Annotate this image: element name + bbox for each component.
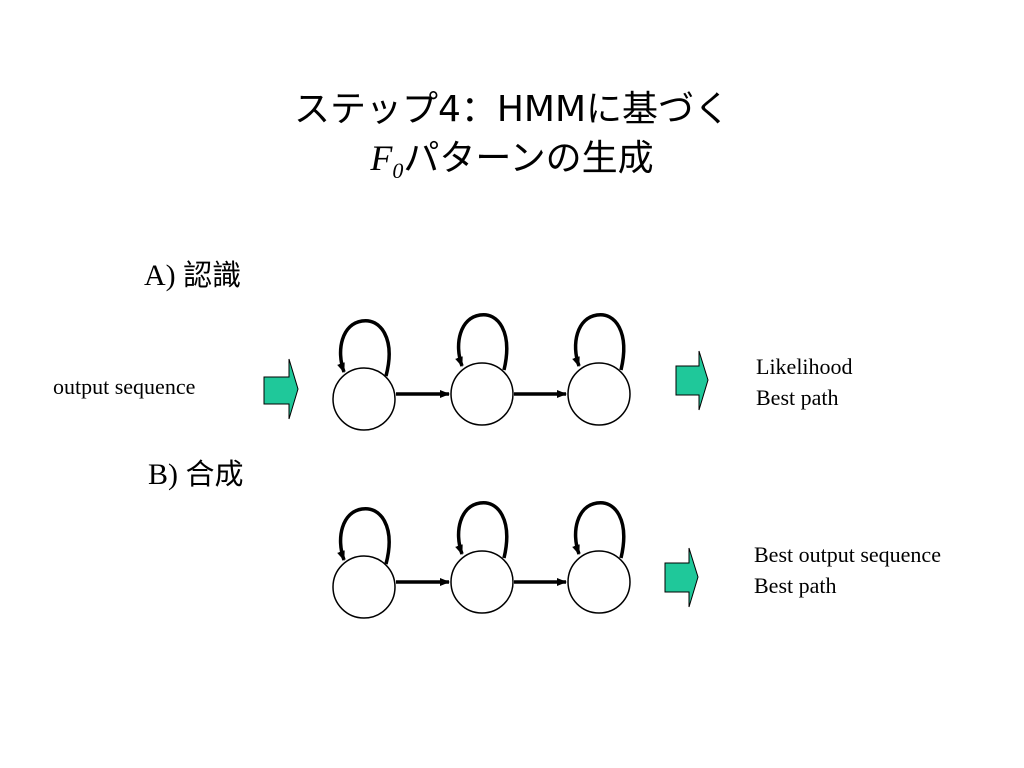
section-a-output-likelihood: Likelihood bbox=[756, 354, 853, 379]
state-b-3 bbox=[567, 550, 631, 614]
section-a-title: 認識 bbox=[183, 258, 242, 292]
self-loop-a-2 bbox=[455, 313, 509, 371]
title-line-1: ステップ4：HMMに基づく bbox=[293, 89, 731, 130]
hmm-synthesis bbox=[332, 501, 699, 619]
output-arrow-a bbox=[675, 350, 709, 411]
section-b-title: 合成 bbox=[185, 457, 244, 491]
section-b-output-best-sequence: Best output sequence bbox=[754, 542, 941, 567]
section-a-prefix: A) bbox=[144, 259, 176, 292]
hmm-recognition bbox=[263, 313, 709, 431]
self-loop-b-1 bbox=[337, 507, 391, 565]
section-b-prefix: B) bbox=[148, 458, 178, 491]
input-arrow-a bbox=[263, 358, 299, 420]
state-a-1 bbox=[332, 367, 396, 431]
title-line-2: F0パターンの生成 bbox=[0, 136, 1024, 193]
f0-subscript: 0 bbox=[392, 158, 404, 183]
title-line-2-text: パターンの生成 bbox=[403, 138, 654, 179]
state-b-1 bbox=[332, 555, 396, 619]
state-a-2 bbox=[450, 362, 514, 426]
self-loop-a-3 bbox=[572, 313, 626, 371]
input-output-sequence-label: output sequence bbox=[53, 374, 196, 399]
self-loop-a-1 bbox=[337, 319, 391, 377]
self-loop-b-3 bbox=[572, 501, 626, 559]
section-b-output-best-path: Best path bbox=[754, 573, 837, 598]
section-b-label: B) 合成 bbox=[148, 457, 244, 492]
state-a-3 bbox=[567, 362, 631, 426]
f0-symbol: F bbox=[370, 138, 393, 178]
self-loop-b-2 bbox=[455, 501, 509, 559]
section-a-output-best-path: Best path bbox=[756, 385, 839, 410]
output-arrow-b bbox=[664, 547, 699, 608]
state-b-2 bbox=[450, 550, 514, 614]
section-a-label: A) 認識 bbox=[144, 258, 241, 293]
